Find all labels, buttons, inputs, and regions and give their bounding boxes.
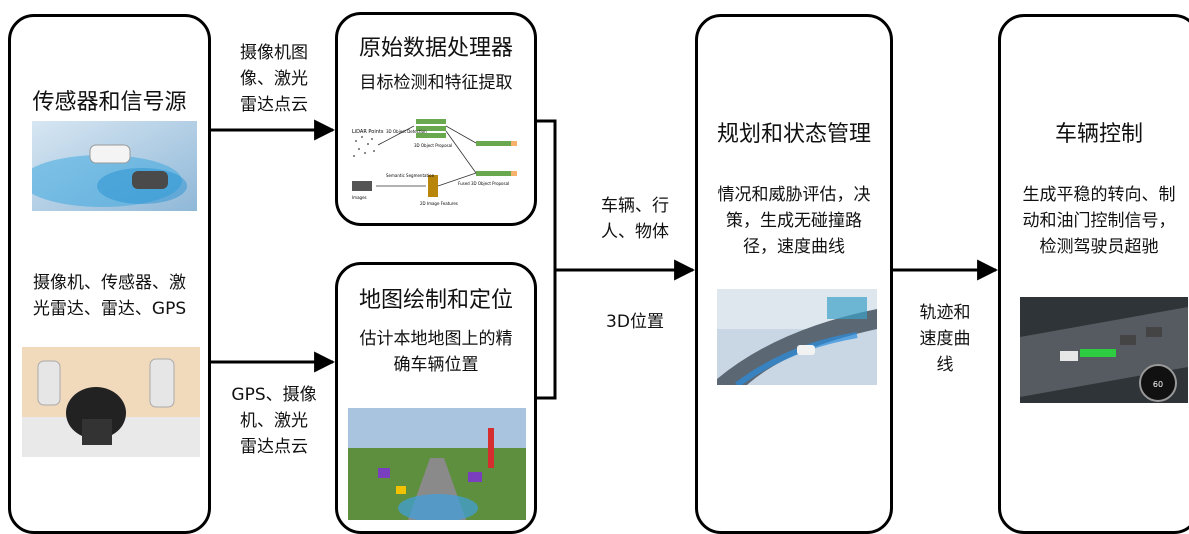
edge-label-sensors-map-2: 机、激光 bbox=[240, 411, 308, 431]
edge-label-sensors-raw-1: 摄像机图 bbox=[240, 43, 308, 63]
edge-label-sensors-raw-2: 像、激光 bbox=[240, 69, 308, 89]
raw-processor-box: 原始数据处理器 目标检测和特征提取 LiDAR Points 3 bbox=[335, 12, 537, 226]
control-desc-line1: 生成平稳的转向、制 bbox=[1022, 185, 1176, 205]
sensors-desc-line1: 摄像机、传感器、激 bbox=[33, 273, 186, 293]
planning-box: 规划和状态管理 情况和威胁评估，决 策，生成无碰撞路 径，速度曲线 bbox=[695, 14, 893, 534]
planning-title: 规划和状态管理 bbox=[716, 122, 871, 147]
sensors-box: 传感器和信号源 摄像机、传感器、激 光雷达、雷达、GPS bbox=[8, 14, 211, 534]
label-semantic-seg: Semantic Segmentation bbox=[386, 173, 435, 178]
street-segmentation-image bbox=[348, 408, 526, 520]
label-lidar-points: LiDAR Points bbox=[352, 129, 384, 135]
control-box: 车辆控制 生成平稳的转向、制 动和油门控制信号， 检测驾驶员超驰 60 bbox=[998, 14, 1189, 534]
edge-label-sensors-raw-3: 雷达点云 bbox=[240, 95, 308, 115]
mapping-desc-line1: 估计本地地图上的精 bbox=[359, 329, 513, 349]
edge-label-to-control-3: 线 bbox=[936, 355, 954, 375]
control-desc-line3: 检测驾驶员超驰 bbox=[1039, 237, 1159, 257]
label-fused-proposal: Fused 3D Object Proposal bbox=[458, 181, 509, 186]
mapping-desc-line2: 确车辆位置 bbox=[393, 355, 479, 375]
edge-label-sensors-map-1: GPS、摄像 bbox=[231, 385, 317, 405]
speed-readout: 60 bbox=[1153, 380, 1163, 389]
lidar-sensors-image bbox=[22, 347, 200, 457]
edge-label-to-planning-3: 3D位置 bbox=[606, 312, 664, 332]
control-title: 车辆控制 bbox=[1054, 122, 1143, 147]
raw-processor-title: 原始数据处理器 bbox=[358, 36, 513, 61]
edge-label-to-control-1: 轨迹和 bbox=[919, 303, 971, 323]
sensors-title: 传感器和信号源 bbox=[32, 90, 187, 115]
control-desc-line2: 动和油门控制信号， bbox=[1022, 211, 1176, 231]
planning-desc-line2: 策，生成无碰撞路 bbox=[726, 211, 862, 231]
edge-label-to-control-2: 速度曲 bbox=[919, 329, 971, 349]
label-images: Images bbox=[352, 195, 367, 200]
planning-desc-line3: 径，速度曲线 bbox=[743, 237, 845, 257]
planning-desc-line1: 情况和威胁评估，决 bbox=[717, 185, 871, 205]
label-3d-proposal: 3D Object Proposal bbox=[414, 143, 452, 148]
mapping-title: 地图绘制和定位 bbox=[358, 288, 513, 313]
edge-label-to-planning-1: 车辆、行 bbox=[601, 196, 669, 216]
label-3d-detection: 3D Object Detection bbox=[386, 129, 427, 134]
label-2d-features: 2D Image Features bbox=[420, 201, 458, 206]
sensors-desc-line2: 光雷达、雷达、GPS bbox=[32, 299, 187, 319]
bracket-raw-output bbox=[537, 119, 557, 400]
mapping-box: 地图绘制和定位 估计本地地图上的精 确车辆位置 bbox=[335, 262, 537, 534]
raw-processor-subtitle: 目标检测和特征提取 bbox=[359, 73, 513, 93]
vehicle-dashboard-image: 60 bbox=[1020, 297, 1188, 403]
edge-label-sensors-map-3: 雷达点云 bbox=[240, 437, 308, 457]
edge-label-to-planning-2: 人、物体 bbox=[601, 222, 669, 242]
path-planning-image bbox=[717, 289, 877, 385]
autonomous-car-image bbox=[32, 121, 197, 211]
fusion-pipeline-figure: LiDAR Points 3D Object Detection 3D Obje… bbox=[346, 111, 531, 211]
